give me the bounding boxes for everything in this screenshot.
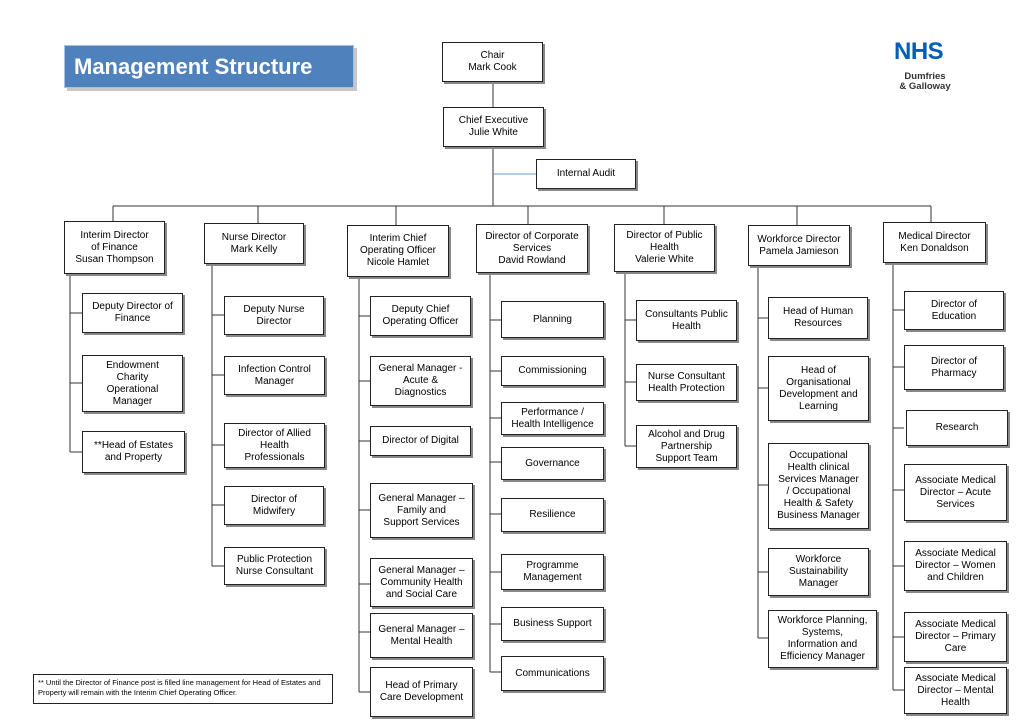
node-nurse-item: Deputy Nurse Director [224,296,324,335]
node-chair: Chair Mark Cook [442,42,543,82]
node-corporate-item: Programme Management [501,554,604,590]
node-director-public-health: Director of Public Health Valerie White [614,224,715,272]
node-internal-audit: Internal Audit [536,159,636,189]
node-medical-item: Associate Medical Director – Primary Car… [904,612,1007,662]
node-corporate-item: Planning [501,301,604,338]
node-workforce-item: Head of Organisational Development and L… [768,356,869,421]
node-nurse-item: Director of Allied Health Professionals [224,423,325,468]
node-workforce-item: Occupational Health clinical Services Ma… [768,443,869,529]
node-director-nurse: Nurse Director Mark Kelly [204,223,304,264]
node-director-medical: Medical Director Ken Donaldson [883,222,986,263]
node-public-health-item: Alcohol and Drug Partnership Support Tea… [636,425,737,468]
node-finance-item: Endowment Charity Operational Manager [82,355,183,412]
node-nurse-item: Public Protection Nurse Consultant [224,547,325,585]
node-nurse-item: Infection Control Manager [224,356,325,395]
node-finance-item: **Head of Estates and Property [82,431,185,473]
node-coo-item: Director of Digital [370,426,471,456]
node-director-corporate: Director of Corporate Services David Row… [476,224,588,273]
node-public-health-item: Nurse Consultant Health Protection [636,364,737,401]
node-corporate-item: Resilience [501,498,604,532]
node-medical-item: Associate Medical Director – Acute Servi… [904,464,1007,521]
node-medical-item: Research [906,410,1008,446]
node-coo-item: Deputy Chief Operating Officer [370,296,471,336]
node-workforce-item: Workforce Planning, Systems, Information… [768,610,877,668]
node-coo-item: General Manager – Family and Support Ser… [370,483,473,538]
node-workforce-item: Head of Human Resources [768,297,868,339]
nhs-logo-brand: NHS [894,38,944,65]
node-corporate-item: Performance / Health Intelligence [501,402,604,435]
node-medical-item: Director of Education [904,291,1004,330]
node-corporate-item: Business Support [501,607,604,641]
node-coo-item: General Manager – Mental Health [370,613,473,658]
node-nurse-item: Director of Midwifery [224,486,324,525]
node-coo-item: General Manager – Community Health and S… [370,558,473,607]
node-director-workforce: Workforce Director Pamela Jamieson [748,225,850,266]
node-chief-executive: Chief Executive Julie White [443,107,544,147]
nhs-logo: NHS Dumfries & Galloway [890,38,960,94]
node-corporate-item: Governance [501,447,604,480]
node-director-finance: Interim Director of Finance Susan Thomps… [64,221,165,274]
page-title: Management Structure [64,45,354,88]
node-workforce-item: Workforce Sustainability Manager [768,548,869,596]
node-director-coo: Interim Chief Operating Officer Nicole H… [347,225,449,277]
nhs-logo-line1: Dumfries [904,71,946,82]
node-public-health-item: Consultants Public Health [636,300,737,341]
node-finance-item: Deputy Director of Finance [82,293,183,333]
node-coo-item: General Manager - Acute & Diagnostics [370,356,471,406]
footnote: ** Until the Director of Finance post is… [33,674,333,704]
node-corporate-item: Commissioning [501,356,604,386]
node-medical-item: Director of Pharmacy [904,345,1004,390]
node-corporate-item: Communications [501,656,604,691]
node-medical-item: Associate Medical Director – Women and C… [904,541,1007,591]
node-coo-item: Head of Primary Care Development [370,667,473,717]
node-medical-item: Associate Medical Director – Mental Heal… [904,667,1007,714]
nhs-logo-line2: & Galloway [899,81,951,92]
